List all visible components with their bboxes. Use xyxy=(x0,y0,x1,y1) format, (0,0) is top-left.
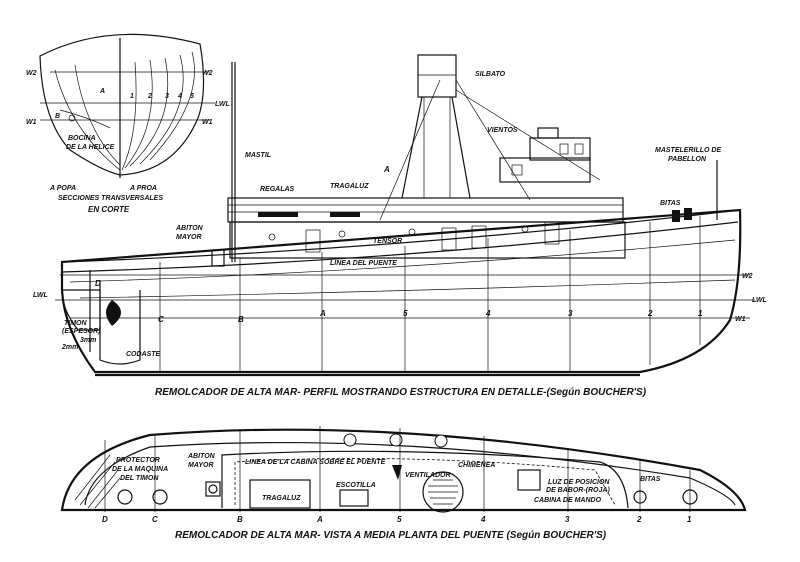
label-bitas-bot: BITAS xyxy=(640,476,661,483)
label-timon-3: 3mm xyxy=(80,337,96,344)
label-bocina-2: DE LA HELICE xyxy=(66,144,115,151)
label-abiton-bot-1: ABITON xyxy=(187,453,216,460)
label-tragaluz-top: TRAGALUZ xyxy=(330,183,369,190)
caption-plan: REMOLCADOR DE ALTA MAR- VISTA A MEDIA PL… xyxy=(175,530,607,541)
label-tragaluz-bot: TRAGALUZ xyxy=(262,495,301,502)
label-silbato: SILBATO xyxy=(475,71,506,78)
label-section-3: 3 xyxy=(165,93,169,100)
label-w2-section-left: W2 xyxy=(26,70,37,77)
label-section-2: 2 xyxy=(147,93,152,100)
label-section-4: 4 xyxy=(177,93,182,100)
profile-station-1: 1 xyxy=(698,309,703,318)
profile-station-2: 2 xyxy=(647,309,653,318)
profile-station-3: 3 xyxy=(568,309,573,318)
label-protector-1: PROTECTOR xyxy=(116,457,160,464)
label-linea-cabina: LINEA DE LA CABINA SOBRE EL PUENTE xyxy=(245,459,386,466)
label-regalas: REGALAS xyxy=(260,186,295,193)
label-bocina-1: BOCINA xyxy=(68,135,96,142)
label-escotilla: ESCOTILLA xyxy=(336,482,376,489)
label-d: D xyxy=(95,279,101,288)
label-timon-4: 2mm xyxy=(61,344,78,351)
profile-station-c: C xyxy=(158,315,164,324)
caption-profile: REMOLCADOR DE ALTA MAR- PERFIL MOSTRANDO… xyxy=(155,387,647,398)
label-abiton-top-2: MAYOR xyxy=(176,234,202,241)
label-luz-1: LUZ DE POSICION xyxy=(548,479,610,486)
transverse-sections xyxy=(39,33,215,178)
label-luz-2: DE BABOR-(ROJA) xyxy=(546,487,610,494)
plan-station-4: 4 xyxy=(480,515,486,524)
label-abiton-top-1: ABITON xyxy=(175,225,204,232)
plan-station-1: 1 xyxy=(687,515,692,524)
label-ventilador: VENTILADOR xyxy=(405,472,451,479)
label-lwl-right: LWL xyxy=(752,297,767,304)
label-en-corte: EN CORTE xyxy=(88,205,130,214)
label-mastelerillo-2: PABELLON xyxy=(668,156,707,163)
label-protector-2: DE LA MAQUINA xyxy=(112,466,168,473)
label-bitas-top: BITAS xyxy=(660,200,681,207)
label-timon-1: TIMON xyxy=(64,320,87,327)
label-vientos: VIENTOS xyxy=(487,127,518,134)
label-mark-a: A xyxy=(383,165,390,174)
label-lwl-left: LWL xyxy=(33,292,48,299)
label-section-5: 5 xyxy=(190,93,194,100)
label-section-1: 1 xyxy=(130,93,134,100)
label-a-proa: A PROA xyxy=(129,185,157,192)
label-w1-section-right: W1 xyxy=(202,119,213,126)
plan-station-2: 2 xyxy=(636,515,642,524)
plan-station-c: C xyxy=(152,515,158,524)
label-section-a: A xyxy=(99,88,105,95)
plan-station-5: 5 xyxy=(397,515,402,524)
label-abiton-bot-2: MAYOR xyxy=(188,462,214,469)
profile-station-5: 5 xyxy=(403,309,408,318)
plan-station-d: D xyxy=(102,515,108,524)
label-mastelerillo-1: MASTELERILLO DE xyxy=(655,147,721,154)
label-w2-section-right: W2 xyxy=(202,70,213,77)
label-chimenea: CHIMENEA xyxy=(458,462,495,469)
label-secciones: SECCIONES TRANSVERSALES xyxy=(58,195,163,202)
plan-station-b: B xyxy=(237,515,243,524)
label-mastil: MASTIL xyxy=(245,152,271,159)
label-section-b: B xyxy=(55,113,60,120)
label-protector-3: DEL TIMON xyxy=(120,475,159,482)
label-linea-puente: LINEA DEL PUENTE xyxy=(330,260,397,267)
plan-station-3: 3 xyxy=(565,515,570,524)
plan-station-a: A xyxy=(316,515,323,524)
label-w1-section-left: W1 xyxy=(26,119,37,126)
profile-view xyxy=(55,54,755,377)
profile-station-b: B xyxy=(238,315,244,324)
plan-view xyxy=(60,426,747,513)
label-tensor: TENSOR xyxy=(373,238,402,245)
label-codaste: CODASTE xyxy=(126,351,161,358)
label-timon-2: (ESPESOR) xyxy=(62,328,101,335)
profile-station-4: 4 xyxy=(485,309,491,318)
label-lwl-section: LWL xyxy=(215,101,230,108)
label-w2-right: W2 xyxy=(742,273,753,280)
label-cabina-mando: CABINA DE MANDO xyxy=(534,497,602,504)
label-a-popa: A POPA xyxy=(49,185,76,192)
label-w1-right: W1 xyxy=(735,316,746,323)
profile-station-a: A xyxy=(319,309,326,318)
